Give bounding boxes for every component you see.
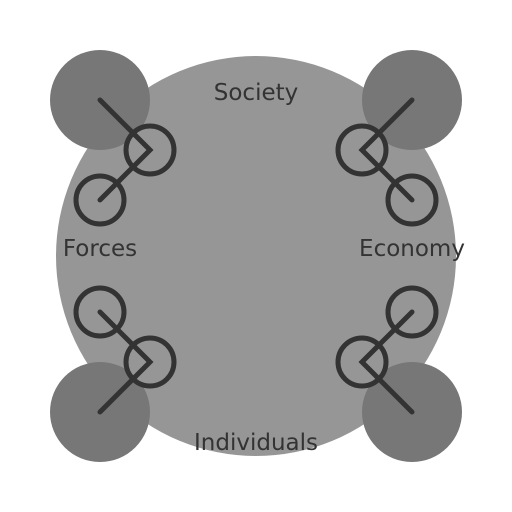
connector-ring-top-left-upper bbox=[123, 123, 177, 177]
connector-ring-top-right-upper bbox=[335, 123, 389, 177]
label-individuals: Individuals bbox=[194, 430, 318, 456]
connector-top-left bbox=[73, 97, 177, 227]
connector-ring-top-left-lower bbox=[73, 173, 127, 227]
label-forces: Forces bbox=[63, 236, 137, 262]
connector-ring-top-right-lower bbox=[385, 173, 439, 227]
connector-ring-bottom-right-lower bbox=[335, 335, 389, 389]
label-economy: Economy bbox=[359, 236, 465, 262]
connector-ring-bottom-left-lower bbox=[123, 335, 177, 389]
connector-ring-bottom-right-upper bbox=[385, 285, 439, 339]
connector-bottom-right bbox=[335, 285, 439, 415]
main-circle bbox=[56, 56, 456, 456]
connector-top-right bbox=[335, 97, 439, 227]
connector-ring-bottom-left-upper bbox=[73, 285, 127, 339]
connector-bottom-left bbox=[73, 285, 177, 415]
label-society: Society bbox=[214, 80, 299, 106]
